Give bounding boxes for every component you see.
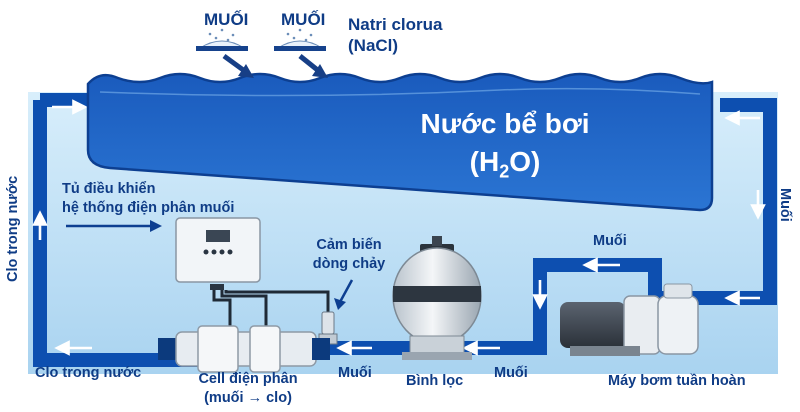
- pool-highlight: [99, 87, 701, 97]
- pool-formula-sub: 2: [499, 161, 510, 182]
- pool-water: [86, 72, 714, 212]
- control-box-label: Tủ điều khiển hệ thống điện phân muối: [62, 180, 234, 218]
- salt-flow-right-pipe: Muối: [777, 188, 793, 222]
- pool-formula-o: O): [509, 146, 541, 177]
- control-wires: [212, 290, 330, 326]
- cell-label-line2: (muối → clo): [204, 390, 292, 406]
- left-pipe-label: Clo trong nước: [5, 175, 21, 282]
- pump-label: Máy bơm tuần hoàn: [608, 373, 746, 389]
- electrolytic-cell: [158, 325, 330, 373]
- pool-formula-h: (H: [469, 146, 500, 177]
- filter-label: Bình lọc: [406, 373, 464, 389]
- bottom-left-label: Clo trong nước: [35, 365, 142, 381]
- pool-formula: (H2O): [355, 146, 655, 183]
- salt-pile-1: [196, 28, 248, 51]
- sodium-chloride-label: Natri clorua (NaCl): [348, 14, 442, 56]
- flow-sensor-label: Cảm biến dòng chảy: [308, 236, 390, 274]
- control-box-label-line2: hệ thống điện phân muối: [62, 200, 235, 216]
- pipe-arrows: [32, 99, 766, 356]
- control-box-arrow: [66, 220, 162, 232]
- salt-flow-above-pump: Muối: [593, 233, 627, 249]
- flow-sensor-arrow: [334, 279, 354, 310]
- flow-sensor-label-line2: dòng chảy: [312, 256, 386, 272]
- salt-arrows: [222, 53, 328, 78]
- pool-title: Nước bể bơi: [420, 108, 590, 139]
- filter-tank: [392, 236, 482, 360]
- sodium-chloride-line1: Natri clorua: [348, 15, 443, 34]
- sodium-chloride-line2: (NaCl): [348, 36, 399, 55]
- salt-label-1: MUỐI: [204, 10, 249, 29]
- control-box: [175, 217, 261, 290]
- cell-label: Cell điện phân (muối → clo): [178, 370, 318, 408]
- salt-flow-before-cell: Muối: [338, 365, 372, 381]
- salt-pile-2: [274, 28, 326, 51]
- cell-label-line1: Cell điện phân: [198, 371, 298, 387]
- salt-label-2: MUỐI: [281, 10, 326, 29]
- control-box-label-line1: Tủ điều khiển: [62, 181, 156, 197]
- salt-flow-before-filter: Muối: [494, 365, 528, 381]
- circulation-pump: [560, 283, 699, 356]
- flow-sensor-label-line1: Cảm biến: [316, 237, 382, 253]
